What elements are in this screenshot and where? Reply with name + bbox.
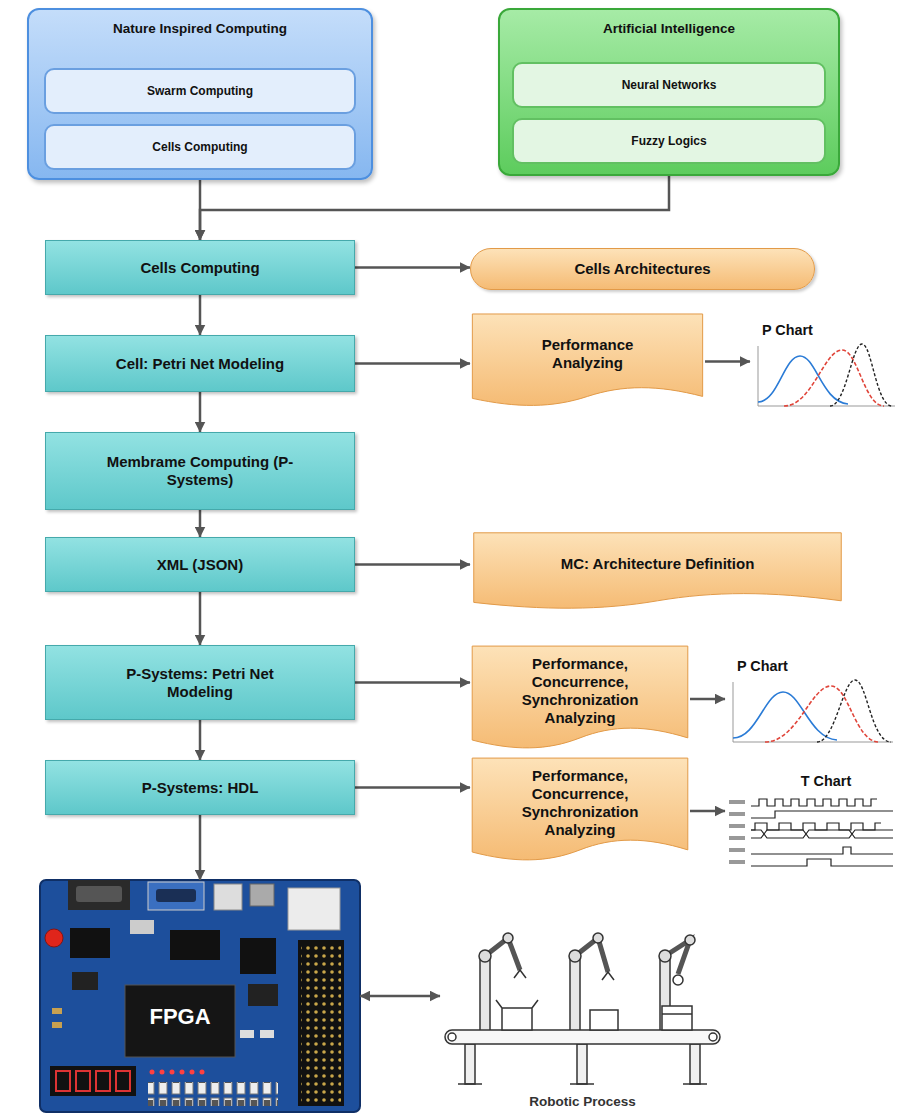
node-label: Cells Computing — [140, 259, 259, 277]
robotic-process: Robotic Process — [440, 930, 725, 1112]
node-label: Neural Networks — [622, 78, 717, 92]
node-label: Membrame Computing (P-Systems) — [100, 453, 300, 489]
node-label: P-Systems: Petri Net Modeling — [100, 665, 300, 701]
process-box: Cells Computing — [45, 240, 355, 295]
node-label: Performance, Concurrence, Synchronizatio… — [495, 655, 665, 727]
node-label: Robotic Process — [440, 1094, 725, 1110]
group-box: Nature Inspired ComputingSwarm Computing… — [27, 8, 373, 180]
process-box: Membrame Computing (P-Systems) — [45, 432, 355, 510]
p-chart-plot — [750, 322, 898, 412]
item-box: Swarm Computing — [44, 68, 356, 114]
fpga-board: FPGA — [40, 880, 360, 1112]
flow-arrow — [199, 815, 202, 880]
node-label: Artificial Intelligence — [500, 10, 838, 37]
flow-arrow — [355, 563, 470, 566]
p-chart-plot — [733, 680, 893, 742]
flow-arrow — [355, 681, 470, 684]
document-shape: MC: Architecture Definition — [470, 532, 845, 612]
flow-arrow — [199, 295, 202, 335]
node-label: P Chart — [725, 658, 897, 675]
flow-arrow — [199, 720, 202, 760]
timing-chart-plot — [729, 799, 893, 866]
flow-arrow — [199, 392, 202, 432]
process-box: Cell: Petri Net Modeling — [45, 335, 355, 392]
flow-arrow — [200, 176, 669, 240]
node-label: Performance, Concurrence, Synchronizatio… — [495, 767, 665, 839]
document-shape: Performance Analyzing — [470, 313, 705, 410]
node-label: Cells Architectures — [574, 260, 710, 278]
fpga-board-illustration — [40, 880, 360, 1112]
node-label: Fuzzy Logics — [631, 134, 706, 148]
node-label: MC: Architecture Definition — [561, 555, 755, 573]
flow-arrow — [199, 592, 202, 645]
p-chart: P Chart — [750, 322, 898, 412]
flow-arrow — [355, 362, 470, 365]
document-shape: Performance, Concurrence, Synchronizatio… — [470, 757, 690, 865]
node-label: XML (JSON) — [157, 556, 243, 574]
node-label: Performance Analyzing — [523, 336, 653, 372]
node-label: Nature Inspired Computing — [29, 10, 371, 37]
process-box: XML (JSON) — [45, 537, 355, 592]
node-label: T Chart — [725, 773, 897, 790]
robotic-process-illustration — [445, 933, 720, 1084]
result-pill: Cells Architectures — [470, 248, 815, 290]
p-chart: P Chart — [725, 658, 897, 748]
process-box: P-Systems: HDL — [45, 760, 355, 815]
flow-arrow — [705, 360, 750, 363]
item-box: Fuzzy Logics — [512, 118, 826, 164]
node-label: Cell: Petri Net Modeling — [116, 355, 284, 373]
process-box: P-Systems: Petri Net Modeling — [45, 645, 355, 720]
flow-arrow — [690, 698, 725, 701]
flow-arrow — [360, 995, 440, 998]
flow-arrow — [199, 510, 202, 537]
node-label: Cells Computing — [152, 140, 247, 154]
flow-arrow — [355, 786, 470, 789]
node-label: FPGA — [125, 1004, 235, 1030]
node-label: Swarm Computing — [147, 84, 253, 98]
document-shape: Performance, Concurrence, Synchronizatio… — [470, 645, 690, 753]
item-box: Cells Computing — [44, 124, 356, 170]
flow-arrow — [355, 266, 470, 269]
flow-arrow — [690, 810, 725, 813]
node-label: P Chart — [750, 322, 898, 339]
group-box: Artificial IntelligenceNeural NetworksFu… — [498, 8, 840, 176]
item-box: Neural Networks — [512, 62, 826, 108]
node-label: P-Systems: HDL — [142, 779, 259, 797]
t-chart: T Chart — [725, 773, 897, 868]
